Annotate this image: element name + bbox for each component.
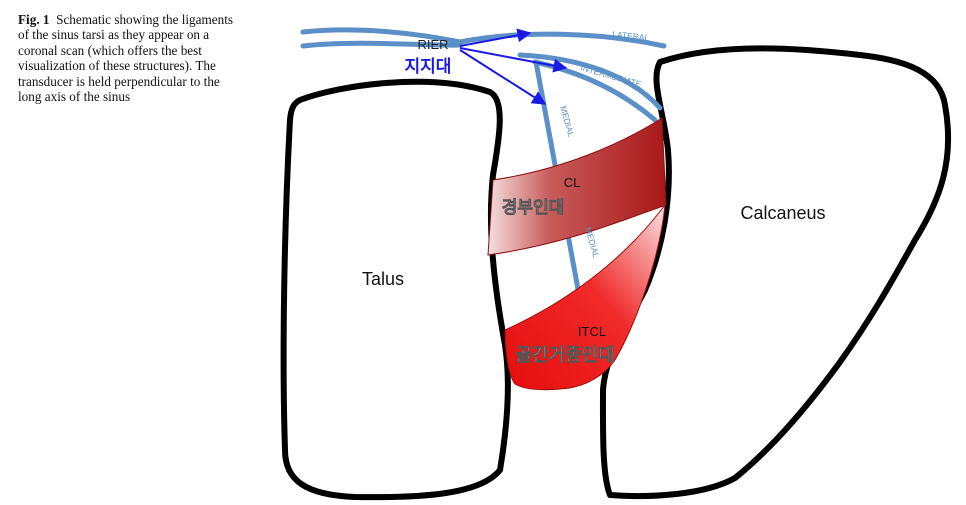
talus-outline	[280, 78, 511, 501]
itcl-label: ITCL	[578, 324, 606, 339]
intermediate-label: INTERMEDIATE	[579, 62, 642, 89]
interosseous-ligament	[504, 203, 666, 391]
intermediate-root-band-1	[517, 52, 663, 111]
retinaculum-band-lower	[300, 40, 463, 49]
calcaneus-outline	[599, 45, 952, 499]
rier-label: RIER	[417, 37, 448, 52]
calcaneus-label: Calcaneus	[740, 203, 825, 223]
lateral-label: LATERAL	[612, 29, 650, 43]
rier-korean-label: 지지대	[405, 57, 452, 77]
medial-lower-label: MEDIAL	[583, 226, 601, 259]
retinaculum-band-upper	[300, 27, 667, 49]
arrow-to-intermediate	[459, 47, 568, 73]
cervical-ligament	[487, 117, 667, 256]
itcl-korean-label: 골간거종인대	[515, 345, 614, 366]
talus-label: Talus	[362, 269, 404, 289]
cl-korean-label: 경부인대	[502, 198, 565, 218]
medial-upper-label: MEDIAL	[558, 105, 576, 138]
figure-caption-text: Schematic showing the ligaments of the s…	[18, 12, 234, 105]
cl-label: CL	[564, 175, 581, 190]
arrow-to-lateral	[459, 28, 532, 47]
figure-label: Fig. 1	[18, 12, 50, 27]
arrow-to-medial	[459, 49, 547, 105]
figure-caption: Fig. 1 Schematic showing the ligaments o…	[18, 12, 233, 104]
